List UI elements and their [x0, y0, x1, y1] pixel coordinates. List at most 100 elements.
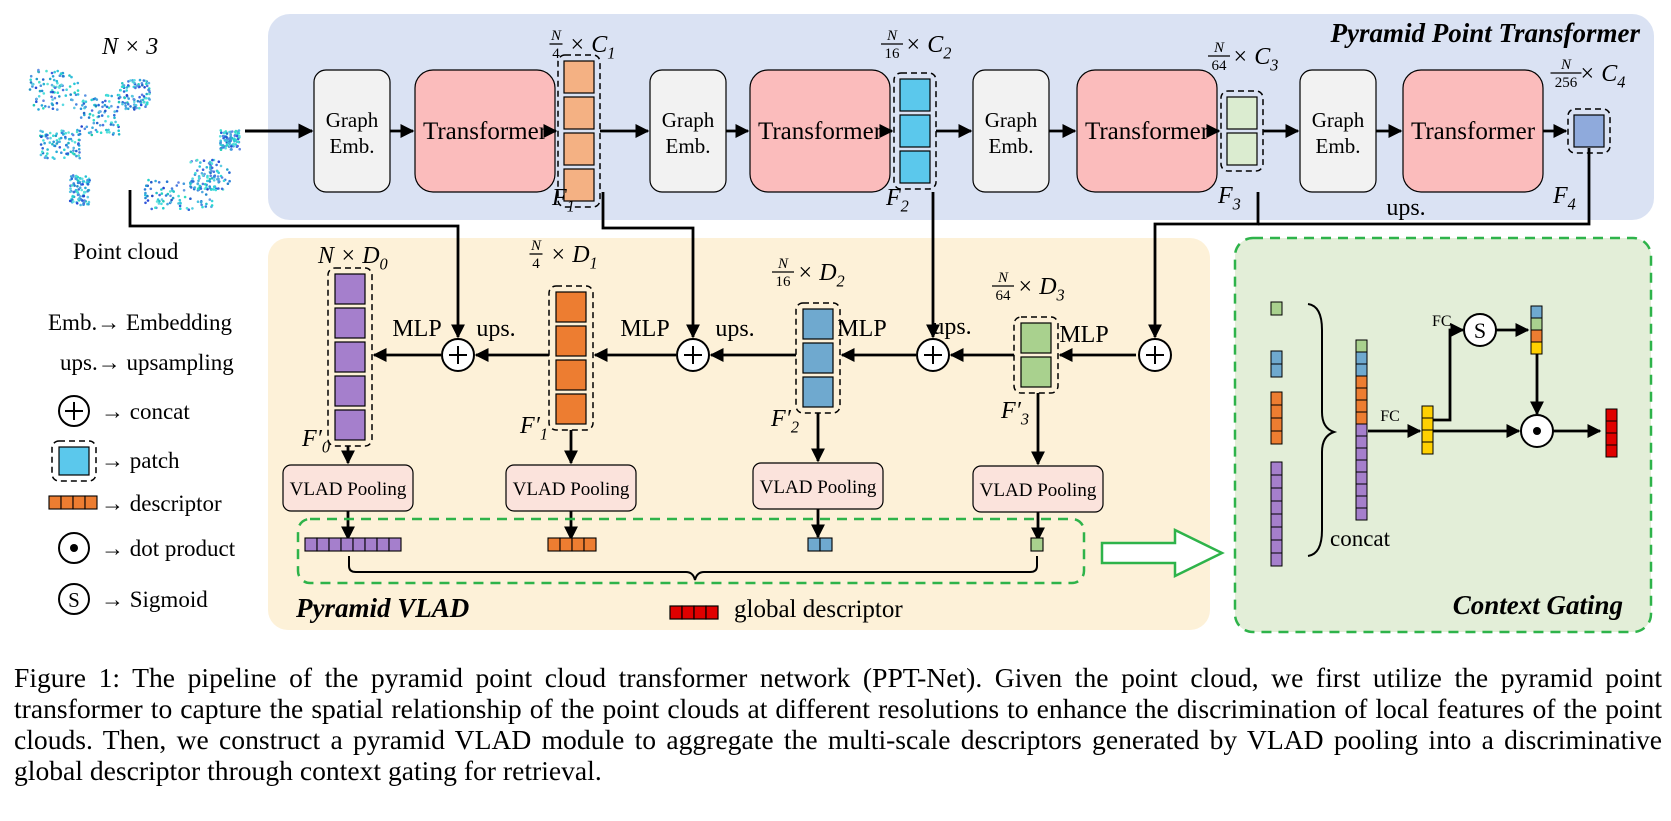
- cloud-point: [138, 85, 141, 88]
- cloud-point: [143, 188, 147, 191]
- cloud-point: [72, 200, 75, 203]
- cloud-point: [150, 207, 153, 211]
- cloud-point: [219, 148, 223, 151]
- cloud-point: [63, 156, 66, 159]
- cloud-point: [129, 105, 132, 108]
- cloud-point: [68, 85, 72, 88]
- fc2-arrow: [1433, 323, 1465, 422]
- vlad-feature-size-label: × D2: [797, 260, 845, 291]
- graph-embedding-label-line2: Emb.: [1316, 134, 1361, 158]
- cloud-point: [68, 74, 71, 77]
- cloud-point: [104, 99, 107, 103]
- patch-outline: [557, 54, 601, 208]
- cloud-point: [75, 154, 78, 158]
- cloud-point: [105, 105, 109, 109]
- cloud-point: [37, 95, 41, 98]
- cloud-point: [232, 138, 236, 142]
- cloud-point: [47, 105, 51, 109]
- vlad-patch-cell: [334, 409, 366, 441]
- cloud-point: [133, 79, 136, 82]
- cloud-point: [142, 95, 146, 98]
- dot-circle-icon-dot: [70, 544, 78, 552]
- cloud-point: [228, 140, 231, 143]
- cloud-point: [32, 103, 36, 107]
- cloud-point: [200, 172, 204, 175]
- cloud-point: [84, 186, 87, 190]
- cloud-point: [233, 134, 237, 137]
- cloud-point: [211, 158, 214, 162]
- cloud-point: [146, 194, 149, 198]
- gating-input-cell: [1270, 301, 1283, 316]
- vlad-patch-cell: [802, 342, 834, 374]
- descriptor-cell: [304, 537, 318, 552]
- cloud-point: [199, 161, 202, 164]
- cloud-point: [42, 92, 46, 95]
- cloud-point: [237, 132, 241, 135]
- cloud-point: [77, 198, 80, 201]
- cloud-point: [46, 82, 49, 86]
- cloud-point: [138, 78, 142, 82]
- cloud-point: [70, 177, 74, 180]
- cloud-point: [185, 206, 189, 210]
- descriptor-cell: [340, 537, 354, 552]
- cloud-point: [97, 103, 100, 107]
- global-descriptor-label: global descriptor: [734, 596, 903, 623]
- cloud-point: [72, 146, 75, 150]
- cloud-point: [196, 200, 200, 203]
- vlad-patch-cell: [334, 273, 366, 305]
- descriptor-cell: [328, 537, 342, 552]
- cloud-point: [236, 134, 239, 138]
- fc-vector-cell: [1421, 429, 1434, 443]
- cloud-point: [59, 136, 63, 140]
- cloud-point: [78, 156, 81, 160]
- vlad-patch-cell: [555, 359, 587, 391]
- cloud-point: [86, 182, 90, 186]
- cloud-point: [51, 90, 55, 94]
- cloud-point: [39, 129, 42, 133]
- cloud-point: [199, 187, 203, 190]
- gating-input-cell: [1270, 474, 1283, 489]
- cloud-point: [232, 142, 235, 146]
- cloud-point: [94, 128, 98, 132]
- cloud-point: [124, 104, 127, 107]
- gating-input-cell: [1270, 513, 1283, 528]
- cloud-point: [72, 149, 75, 152]
- cloud-point: [95, 130, 99, 134]
- cloud-point: [162, 206, 165, 210]
- descriptor-cell: [364, 537, 378, 552]
- cloud-point: [84, 175, 88, 178]
- cloud-point: [98, 124, 102, 127]
- cloud-point: [155, 200, 159, 203]
- gating-input-cell: [1270, 417, 1283, 432]
- fraction-denominator: 256: [1555, 75, 1578, 91]
- cloud-point: [73, 106, 76, 110]
- cloud-point: [195, 158, 199, 162]
- cloud-point: [51, 103, 54, 106]
- cloud-point: [65, 88, 68, 91]
- cloud-point: [194, 171, 197, 175]
- cloud-point: [203, 183, 207, 186]
- cloud-point: [46, 148, 49, 151]
- cloud-point: [101, 123, 105, 127]
- cloud-point: [65, 152, 68, 156]
- cloud-point: [67, 131, 70, 134]
- cloud-point: [95, 121, 99, 125]
- cloud-point: [117, 93, 121, 97]
- vlad-patch-cell: [555, 325, 587, 357]
- cloud-point: [104, 119, 107, 123]
- patch-cell: [899, 150, 931, 184]
- cloud-point: [183, 195, 187, 199]
- concat-vector-cell: [1355, 507, 1368, 521]
- vlad-patch-cell: [555, 291, 587, 323]
- cloud-point: [117, 100, 121, 104]
- cloud-point: [58, 86, 61, 89]
- legend-text-sigmoid: → Sigmoid: [101, 587, 208, 612]
- cloud-point: [81, 177, 84, 181]
- cloud-point: [103, 103, 107, 107]
- cloud-point: [216, 175, 220, 178]
- cloud-point: [62, 129, 65, 133]
- cloud-point: [46, 137, 49, 140]
- cloud-point: [238, 134, 241, 138]
- gate-vector-cell: [1530, 305, 1543, 319]
